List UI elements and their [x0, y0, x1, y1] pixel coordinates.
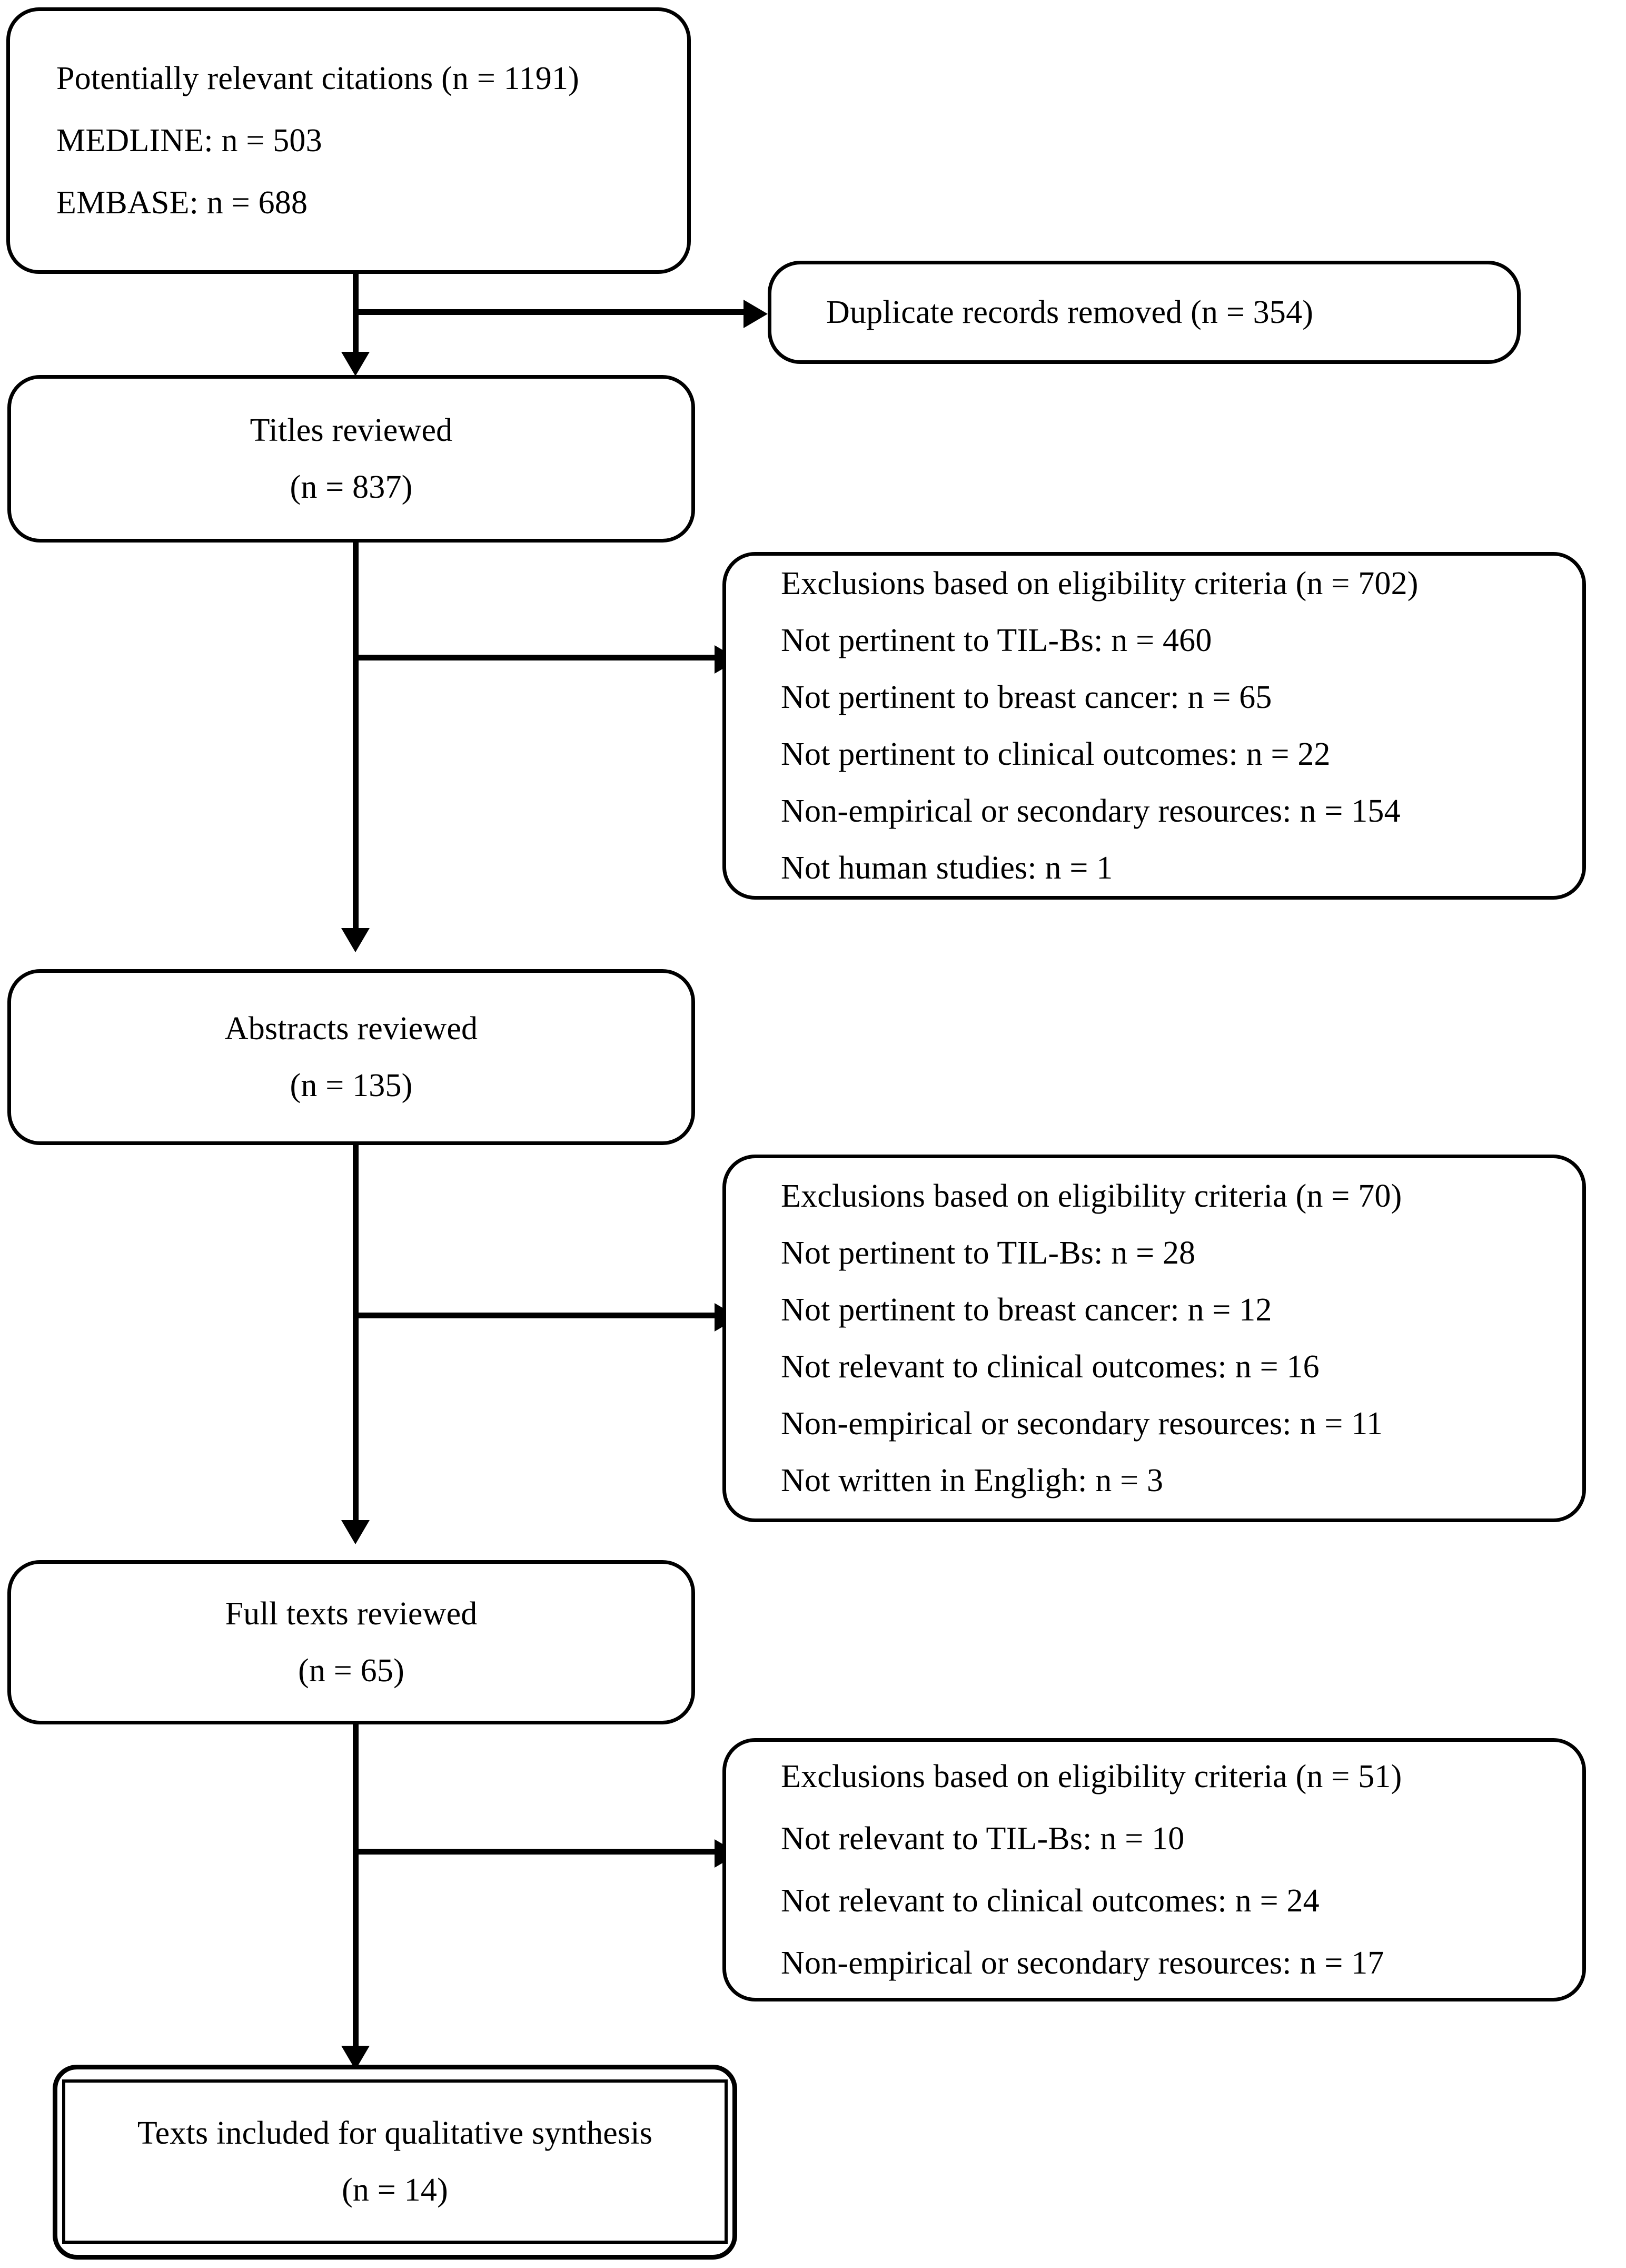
- node-duplicate-records-removed: Duplicate records removed (n = 354): [768, 261, 1521, 364]
- connector-vertical-fulltexts-to-included: [353, 1724, 359, 2051]
- exclusions-titles-reason-3: Not pertinent to clinical outcomes: n = …: [781, 736, 1331, 772]
- exclusions-titles-reason-5: Not human studies: n = 1: [781, 850, 1113, 886]
- connector-horizontal-to-exclusions-fulltexts: [353, 1849, 716, 1855]
- citations-line-embase: EMBASE: n = 688: [56, 185, 308, 221]
- citations-line-1: Potentially relevant citations (n = 1191…: [56, 61, 580, 96]
- exclusions-titles-reason-4: Non-empirical or secondary resources: n …: [781, 793, 1401, 829]
- node-exclusions-after-full-texts: Exclusions based on eligibility criteria…: [722, 1738, 1586, 2001]
- node-potentially-relevant-citations: Potentially relevant citations (n = 1191…: [6, 7, 691, 274]
- fulltexts-line-1: Full texts reviewed: [225, 1596, 478, 1632]
- duplicates-line-1: Duplicate records removed (n = 354): [826, 294, 1314, 330]
- exclusions-titles-reason-1: Not pertinent to TIL-Bs: n = 460: [781, 623, 1212, 658]
- exclusions-abstracts-header: Exclusions based on eligibility criteria…: [781, 1178, 1402, 1214]
- connector-horizontal-to-exclusions-abstracts: [353, 1313, 716, 1318]
- exclusions-abstracts-reason-3: Not relevant to clinical outcomes: n = 1…: [781, 1349, 1320, 1385]
- citations-line-medline: MEDLINE: n = 503: [56, 123, 322, 159]
- node-abstracts-reviewed: Abstracts reviewed (n = 135): [7, 969, 695, 1145]
- exclusions-abstracts-reason-5: Not written in Engligh: n = 3: [781, 1463, 1164, 1498]
- arrowhead-to-fulltexts: [341, 1520, 370, 1544]
- exclusions-fulltexts-header: Exclusions based on eligibility criteria…: [781, 1759, 1402, 1794]
- connector-vertical-titles-to-abstracts: [353, 543, 359, 932]
- connector-horizontal-to-exclusions-titles: [353, 655, 716, 660]
- node-exclusions-after-titles: Exclusions based on eligibility criteria…: [722, 552, 1586, 900]
- arrowhead-to-titles: [341, 352, 370, 376]
- connector-vertical-abstracts-to-fulltexts: [353, 1145, 359, 1524]
- titles-line-count: (n = 837): [290, 469, 413, 505]
- exclusions-titles-reason-2: Not pertinent to breast cancer: n = 65: [781, 679, 1272, 715]
- exclusions-fulltexts-reason-1: Not relevant to TIL-Bs: n = 10: [781, 1821, 1185, 1857]
- fulltexts-line-count: (n = 65): [298, 1653, 404, 1689]
- node-exclusions-after-abstracts: Exclusions based on eligibility criteria…: [722, 1155, 1586, 1522]
- titles-line-1: Titles reviewed: [250, 412, 453, 448]
- exclusions-titles-header: Exclusions based on eligibility criteria…: [781, 566, 1419, 601]
- arrowhead-to-duplicates: [743, 300, 768, 328]
- exclusions-abstracts-reason-2: Not pertinent to breast cancer: n = 12: [781, 1292, 1272, 1328]
- exclusions-abstracts-reason-4: Non-empirical or secondary resources: n …: [781, 1406, 1383, 1442]
- included-line-1: Texts included for qualitative synthesis: [137, 2115, 653, 2151]
- node-full-texts-reviewed: Full texts reviewed (n = 65): [7, 1560, 695, 1724]
- exclusions-abstracts-reason-1: Not pertinent to TIL-Bs: n = 28: [781, 1235, 1196, 1271]
- exclusions-fulltexts-reason-3: Non-empirical or secondary resources: n …: [781, 1945, 1384, 1981]
- exclusions-fulltexts-reason-2: Not relevant to clinical outcomes: n = 2…: [781, 1883, 1320, 1919]
- abstracts-line-count: (n = 135): [290, 1068, 413, 1103]
- connector-horizontal-to-duplicates: [353, 309, 745, 315]
- included-line-count: (n = 14): [342, 2172, 448, 2208]
- arrowhead-to-abstracts: [341, 928, 370, 952]
- abstracts-line-1: Abstracts reviewed: [224, 1011, 478, 1047]
- node-texts-included-qualitative-synthesis: Texts included for qualitative synthesis…: [62, 2079, 728, 2244]
- node-titles-reviewed: Titles reviewed (n = 837): [7, 375, 695, 543]
